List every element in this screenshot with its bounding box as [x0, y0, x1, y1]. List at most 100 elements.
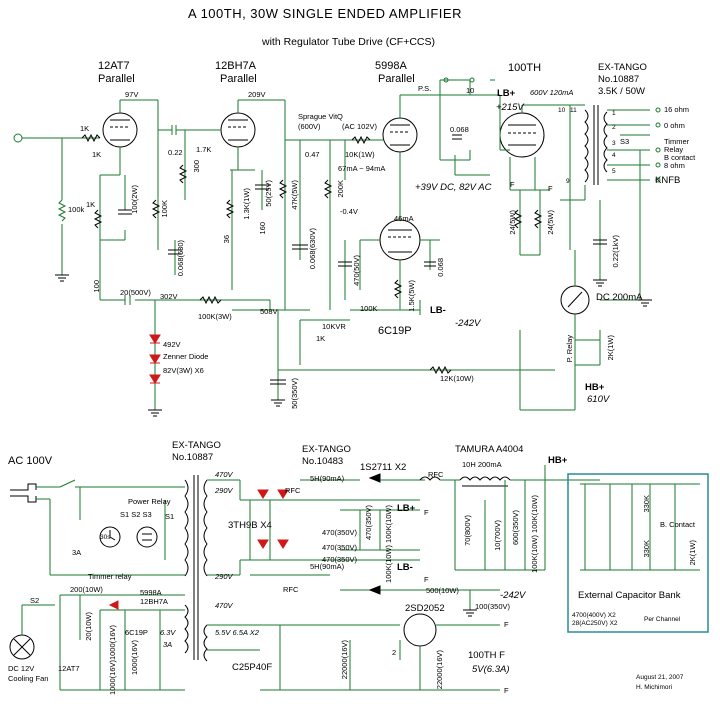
bridge-diode-3-icon — [257, 539, 269, 549]
external-capacitor-bank-box — [567, 473, 709, 633]
resistor-100k-label: 100k — [68, 205, 85, 214]
capacitor-50-25v-label: 50(25V) — [264, 180, 273, 207]
output-16ohm: 16 ohm — [664, 105, 690, 114]
relay-30s-label: 30s — [100, 534, 111, 541]
capacitor-470-350-c: 470(350V) — [322, 555, 358, 564]
pin-9: 9 — [566, 178, 570, 185]
meter-dc200ma-label: DC 200mA — [596, 292, 643, 303]
heater-diode-icon — [108, 600, 119, 610]
resistor-100k-icon — [151, 199, 161, 219]
ground-icon — [271, 399, 285, 407]
resistor-2k-label: 2K(1W) — [606, 335, 615, 361]
pin-4: 4 — [612, 152, 616, 159]
psu-transformer-model: No.10887 — [172, 452, 214, 463]
voltage-neg04-label: -0.4V — [340, 207, 358, 216]
choke-5h-a-label: 5H(90mA) — [310, 474, 345, 483]
filament-f2-label: F — [504, 686, 509, 695]
zener-diode-spec-label: 82V(3W) X6 — [163, 366, 204, 375]
tube-5998a-label: 5998A — [375, 60, 407, 72]
resistor-1k-a-label: 1K — [80, 124, 90, 133]
hb-plus-label: HB+ — [585, 382, 605, 393]
rfc-c-label: RFC — [428, 470, 444, 479]
filament-f1-label: F — [504, 620, 509, 629]
resistor-300-label: 300 — [192, 160, 201, 173]
external-capacitor-spec-1: 4700(400V) X2 — [572, 612, 616, 619]
tube-12at7-sub: Parallel — [98, 73, 135, 85]
transistor-2sd2052-icon — [403, 613, 437, 647]
zener-diode-1-icon — [149, 334, 161, 344]
b-contact-label: B. Contact — [660, 520, 696, 529]
ground-icon — [148, 409, 162, 417]
choke-10h-label: 10H 200mA — [462, 460, 502, 469]
resistor-200-label: 200(10W) — [70, 585, 103, 594]
tube-12bh7a-label: 12BH7A — [215, 60, 256, 72]
filament-f-b-label: F — [548, 184, 553, 193]
resistor-20-label: 20(10W) — [84, 612, 93, 641]
voltage-508v-label: 508V — [260, 307, 278, 316]
voltage-610v-label: 610V — [587, 394, 610, 405]
resistor-12k-icon — [429, 365, 452, 375]
voltage-97v: 97V — [125, 90, 139, 99]
timer-relay-label: Timmer relay — [88, 572, 132, 581]
diode-1s2711-label: 1S2711 X2 — [360, 462, 407, 473]
voltage-600v-label: 600V 120mA — [530, 88, 574, 97]
diode-1s2711-b-icon — [368, 585, 381, 595]
filament-f3-label: F — [424, 508, 429, 517]
resistor-1k-icon — [93, 209, 103, 229]
psu-transformer-name: EX-TANGO — [172, 440, 221, 451]
p-relay-label: P. Relay — [565, 335, 574, 363]
wiring — [9, 77, 709, 691]
capacitor-1000-b: 1000(16V) — [108, 660, 117, 696]
bridge-diode-2-icon — [277, 489, 289, 499]
fan-label: Cooling Fan — [8, 674, 49, 683]
pin-11: 11 — [570, 107, 577, 114]
rfc-a-label: RFC — [285, 486, 301, 495]
capacitor-0068-630v-label: 0.068(630V) — [308, 228, 317, 270]
choke-name: EX-TANGO — [302, 444, 351, 455]
lb-minus-label: LB- — [430, 305, 446, 316]
date-label: August 21, 2007 — [636, 674, 684, 681]
zener-diode-label: Zenner Diode — [163, 352, 209, 361]
voltage-neg242-psu: -242V — [500, 590, 526, 601]
filament-100th-label: 100TH F — [468, 650, 505, 661]
output-timmer: Timmer — [664, 137, 690, 146]
sprague-voltage-label: (600V) — [298, 122, 321, 131]
ground-icon — [638, 299, 652, 307]
resistor-24-b-label: 24(5W) — [546, 210, 555, 235]
heater-12bh7a-label: 12BH7A — [140, 597, 168, 606]
capacitor-1000-c: 1000(16V) — [130, 640, 139, 676]
capacitor-470-350-b: 470(350V) — [322, 543, 358, 552]
voltage-492v-label: 492V — [163, 340, 181, 349]
ps-label: P.S. — [418, 84, 432, 93]
resistor-100-label: 100 — [92, 280, 101, 293]
switch-s1s2s3-label: S1 S2 S3 — [120, 510, 152, 519]
ground-icon — [593, 279, 607, 287]
tube-5998a-icon — [382, 117, 418, 153]
ac-plug-icon — [10, 483, 37, 503]
voltage-39v-label: +39V DC, 82V AC — [415, 182, 492, 193]
power-relay-icon — [136, 526, 158, 548]
voltage-470v-a: 470V — [215, 470, 233, 479]
capacitor-22000-b: 22000(16V) — [435, 650, 444, 690]
external-per-channel: Per Channel — [644, 616, 681, 623]
tube-12bh7a-icon — [220, 112, 256, 148]
lb-plus-psu-label: LB+ — [397, 503, 416, 514]
resistor-100k-10w-d: 100K(10W) — [530, 535, 539, 573]
resistor-1k-b-label: 1K — [92, 150, 102, 159]
resistor-100k2-label: 100K — [160, 200, 169, 218]
resistor-47k-label: 47K(5W) — [290, 180, 299, 210]
resistor-100k3w-icon — [199, 295, 222, 305]
voltage-neg242-label: -242V — [455, 318, 481, 329]
resistor-200k-label: 200K — [336, 180, 345, 198]
timer-relay-icon — [99, 526, 121, 548]
heater-5998a-label: 5998A — [140, 588, 162, 597]
voltage-290v-b: 290V — [215, 572, 233, 581]
capacitor-0068a-label: 0.068 — [450, 125, 469, 134]
capacitor-047-label: 0.47 — [305, 150, 320, 159]
output-transformer-spec: 3.5K / 50W — [598, 86, 645, 97]
capacitor-100-350: 100(350V) — [475, 602, 511, 611]
capacitor-022-label: 0.22 — [168, 148, 183, 157]
resistor-100k-b-label: 100K — [360, 304, 378, 313]
capacitor-470-350-a: 470(350V) — [322, 528, 358, 537]
resistor-15k-label: 1.5K(5W) — [407, 280, 416, 312]
